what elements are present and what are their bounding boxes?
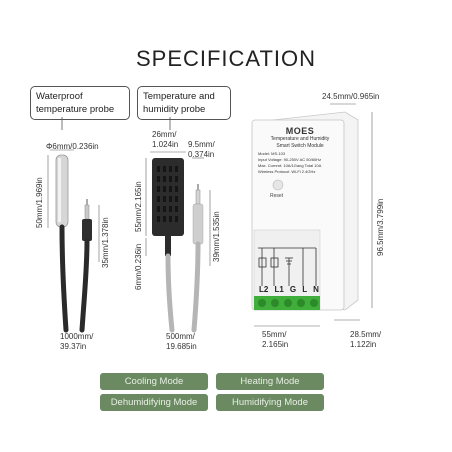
- dim-line: 500mm/: [166, 332, 195, 341]
- jack-width-label: 9.5mm/ 0.374in: [188, 140, 215, 160]
- callout-line: humidity probe: [143, 104, 206, 115]
- dim-line: 1.122in: [350, 340, 377, 349]
- callout-line: Waterproof: [36, 91, 83, 102]
- waterproof-probe-callout: Waterproof temperature probe: [30, 86, 130, 120]
- dim-line: 26mm/: [152, 130, 177, 139]
- humidity-sensor-icon: [152, 158, 184, 256]
- reset-button-icon: [272, 179, 284, 191]
- brand-logo: MOES: [285, 126, 315, 136]
- module-depth-label: 24.5mm/0.965in: [322, 92, 380, 101]
- terminal-label: L1: [274, 285, 284, 294]
- audio-jack-icon: [82, 199, 92, 241]
- module-name-line: Smart Switch Module: [276, 142, 324, 149]
- module-height-label: 96.5mm/3.799in: [376, 198, 385, 256]
- spec-line: Input Voltage: 90-250V AC 50/60Hz: [258, 157, 322, 162]
- dim-line: 1.024in: [152, 140, 179, 149]
- terminal-label: G: [289, 285, 297, 294]
- sensor-width-label: 26mm/ 1.024in: [152, 130, 178, 150]
- sensor-neck-label: 6mm/0.236in: [134, 243, 143, 290]
- callout-line: temperature probe: [36, 104, 115, 115]
- spec-line: Max. Current: 10A/1Gang Total 10A: [258, 163, 322, 168]
- humidifying-mode-badge: Humidifying Mode: [216, 394, 324, 411]
- audio-jack-icon: [192, 184, 204, 245]
- module-width-label: 55mm/ 2.165in: [262, 330, 288, 350]
- switch-module-icon: [251, 111, 359, 311]
- dim-line: 1000mm/: [60, 332, 94, 341]
- cable-length-label: 1000mm/ 39.37in: [60, 332, 93, 352]
- probe-length-label: 50mm/1.969in: [35, 177, 44, 228]
- sensor-height-label: 55mm/2.165in: [134, 181, 143, 232]
- module-label: MOES Temperature and Humidity Smart Swit…: [258, 126, 342, 175]
- terminal-label: L: [302, 285, 308, 294]
- humidity-probe-callout: Temperature and humidity probe: [137, 86, 231, 120]
- dim-line: 0.374in: [188, 150, 215, 159]
- terminal-label: N: [313, 285, 319, 294]
- dim-line: 28.5mm/: [350, 330, 382, 339]
- reset-label: Reset: [270, 193, 284, 199]
- heating-mode-badge: Heating Mode: [216, 373, 324, 390]
- spec-line: Model: MS-103: [258, 151, 286, 156]
- terminal-label: L2: [259, 285, 269, 294]
- dehumidifying-mode-badge: Dehumidifying Mode: [100, 394, 208, 411]
- probe-diameter-label: Φ6mm/0.236in: [46, 142, 99, 151]
- steel-probe-icon: [55, 154, 69, 228]
- dim-line: 39.37in: [60, 342, 87, 351]
- dim-line: 19.685in: [166, 342, 197, 351]
- dim-line: 2.165in: [262, 340, 289, 349]
- terminal-labels: L2 L1 G L N: [256, 285, 322, 294]
- cable-length-label: 500mm/ 19.685in: [166, 332, 197, 352]
- jack-length-label: 35mm/1.378in: [101, 217, 110, 268]
- callout-line: Temperature and: [143, 91, 215, 102]
- module-name-line: Temperature and Humidity: [270, 136, 330, 142]
- page-title: SPECIFICATION: [135, 46, 317, 71]
- dim-line: 9.5mm/: [188, 140, 215, 149]
- dim-line: 55mm/: [262, 330, 287, 339]
- cooling-mode-badge: Cooling Mode: [100, 373, 208, 390]
- jack-length-label: 39mm/1.535in: [212, 211, 221, 262]
- spec-line: Wireless Protocol: Wi-Fi 2.4GHz: [258, 169, 316, 174]
- module-base-label: 28.5mm/ 1.122in: [350, 330, 381, 350]
